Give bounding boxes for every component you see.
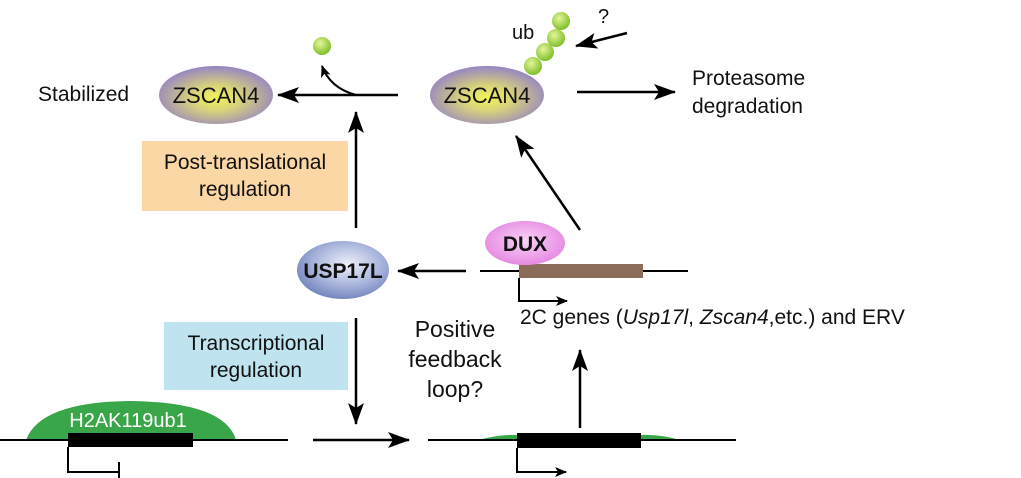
dux-label: DUX — [503, 233, 547, 256]
ub-release-arrow — [321, 65, 357, 96]
transcriptional-line2: regulation — [209, 359, 303, 382]
proteasome-line1: Proteasome — [692, 67, 806, 90]
derepressed-gene-body — [517, 433, 641, 448]
ub-label: ub — [512, 22, 534, 44]
transcriptional-regulation-box: Transcriptional regulation — [164, 322, 348, 390]
proteasome-line2: degradation — [692, 95, 803, 118]
post-translational-line1: Post-translational — [163, 151, 327, 174]
h2ak119ub1-domain — [26, 401, 236, 440]
usp17l-label: USP17L — [303, 260, 383, 283]
zscan4-center-node — [430, 66, 544, 124]
post-translational-line2: regulation — [198, 178, 292, 201]
released-ubiquitin — [313, 37, 331, 55]
repressed-tss-blocked — [67, 447, 120, 478]
active-tss-arrow — [518, 278, 568, 306]
ubiquitin-2 — [536, 43, 554, 61]
derepressed-tss-arrow — [516, 448, 567, 477]
genes-to-zscan4-arrow — [514, 135, 582, 231]
genes-prefix: 2C genes ( — [520, 306, 623, 329]
feedback-line3: loop? — [426, 376, 484, 402]
ubiquitin-4 — [552, 12, 570, 30]
gene-zscan4: Zscan4 — [699, 306, 769, 329]
ubiquitination-arrow — [575, 31, 628, 49]
active-gene-body — [519, 264, 643, 278]
ubiquitin-3 — [547, 29, 565, 47]
usp17l-node — [297, 241, 389, 299]
zscan4-stabilized-node — [159, 66, 273, 124]
2c-genes-label: 2C genes (Usp17l, Zscan4,etc.) and ERV — [520, 306, 905, 330]
zscan4-left-label: ZSCAN4 — [173, 83, 260, 108]
ubiquitin-1 — [524, 57, 542, 75]
repressed-gene-body — [68, 433, 193, 447]
dux-node — [485, 221, 565, 265]
question-mark: ? — [598, 6, 609, 28]
zscan4-center-label: ZSCAN4 — [444, 83, 531, 108]
gene-usp17l: Usp17l — [622, 306, 689, 329]
genes-suffix: ,etc.) and ERV — [768, 306, 905, 329]
feedback-line2: feedback — [408, 346, 502, 372]
post-translational-regulation-box: Post-translational regulation — [142, 141, 348, 211]
feedback-line1: Positive — [414, 316, 496, 342]
genes-sep: , — [688, 306, 700, 329]
h2ak119ub1-label: H2AK119ub1 — [69, 410, 187, 432]
stabilized-label: Stabilized — [38, 83, 130, 106]
transcriptional-line1: Transcriptional — [187, 332, 325, 355]
proteasome-degradation-label: Proteasome degradation — [692, 65, 805, 121]
positive-feedback-label: Positive feedback loop? — [380, 314, 530, 404]
